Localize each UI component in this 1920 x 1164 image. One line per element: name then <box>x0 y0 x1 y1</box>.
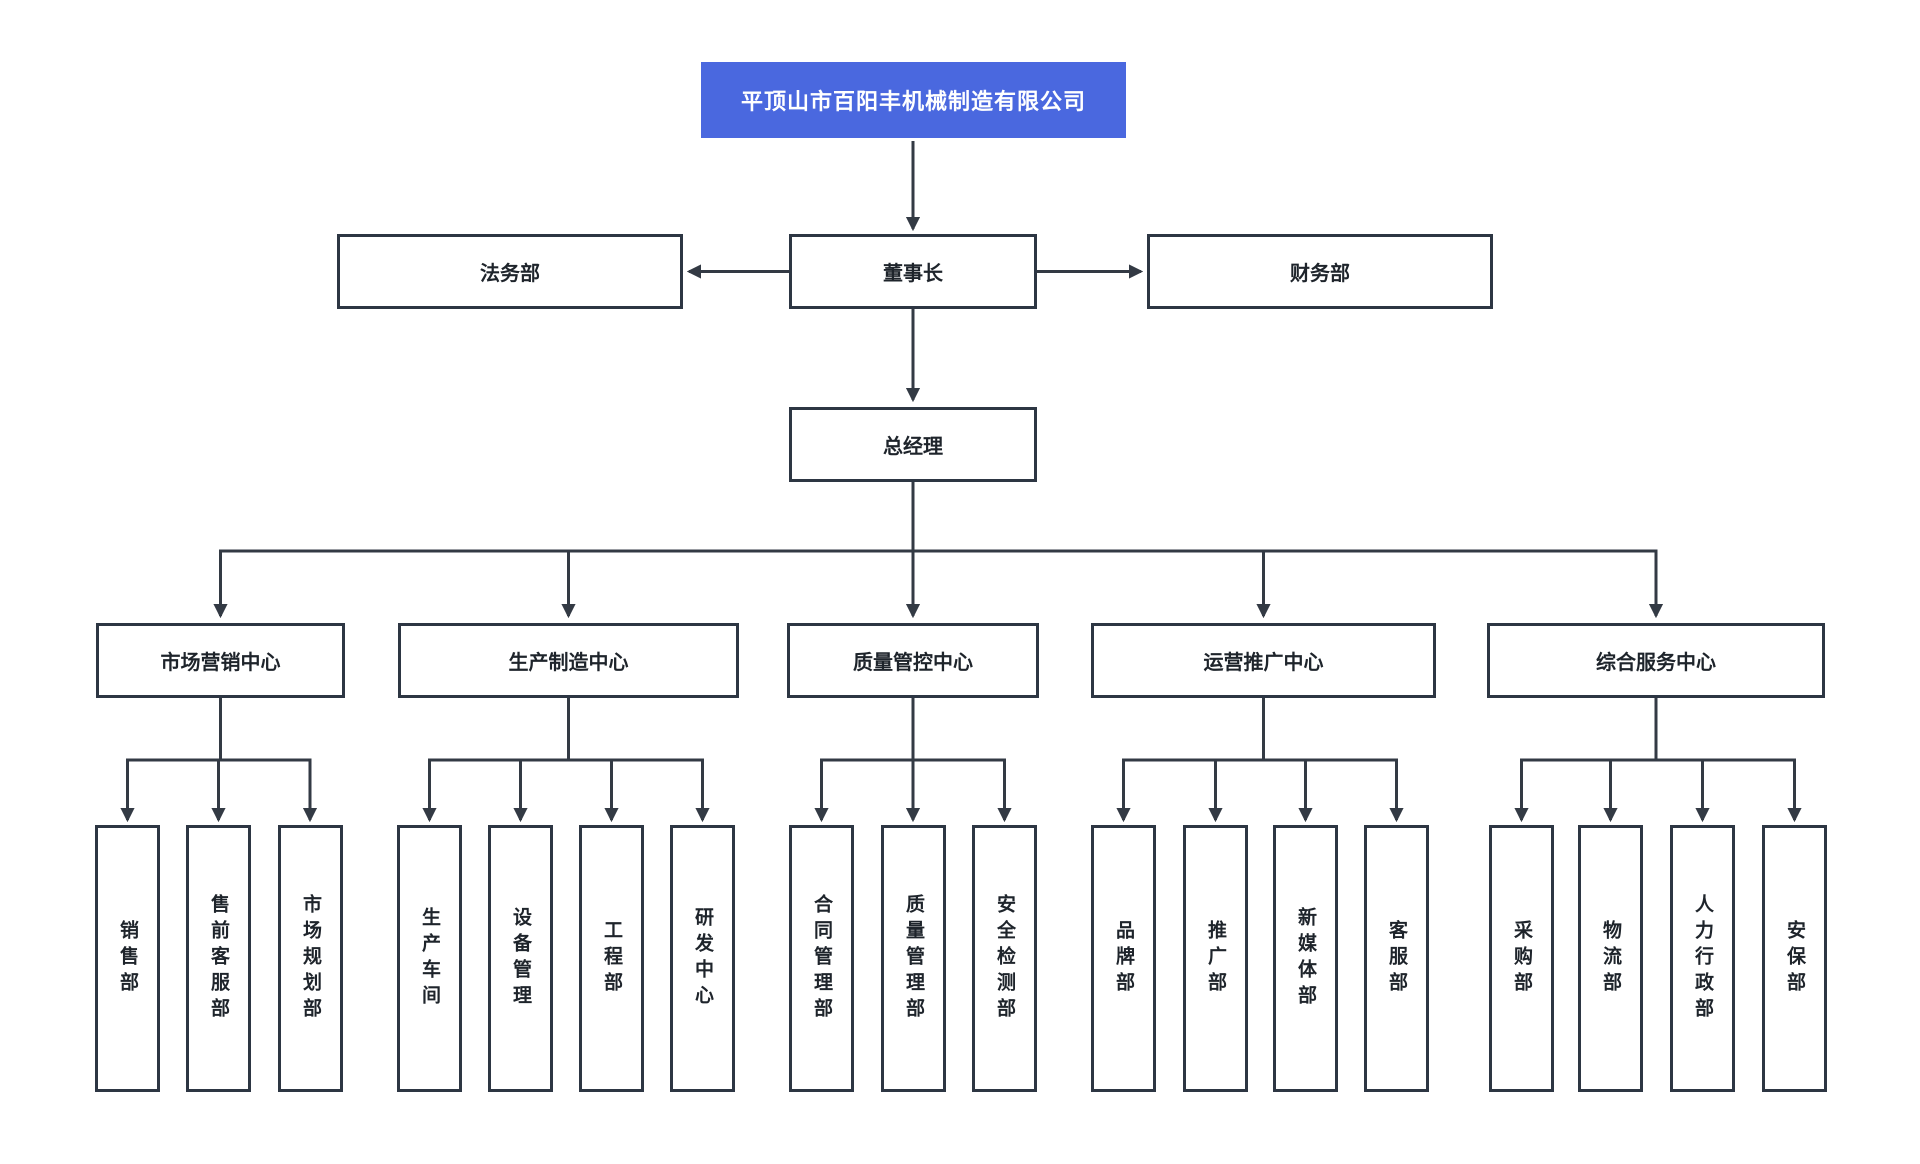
dept-brand-label: 品牌部 <box>1113 919 1134 998</box>
dept-hr-admin-label: 人力行政部 <box>1692 893 1713 1024</box>
node-dept-equipment-management[interactable]: 设备管理 <box>488 825 553 1092</box>
node-dept-production-workshop[interactable]: 生产车间 <box>397 825 462 1092</box>
node-center-quality[interactable]: 质量管控中心 <box>787 623 1039 698</box>
node-dept-safety-inspection[interactable]: 安全检测部 <box>972 825 1037 1092</box>
legal-dept-label: 法务部 <box>480 263 540 285</box>
dept-new-media-label: 新媒体部 <box>1295 906 1316 1011</box>
company-root-label: 平顶山市百阳丰机械制造有限公司 <box>740 89 1086 114</box>
dept-security-label: 安保部 <box>1784 919 1805 998</box>
dept-presales-service-label: 售前客服部 <box>208 893 229 1024</box>
node-dept-new-media[interactable]: 新媒体部 <box>1273 825 1338 1092</box>
dept-customer-service-label: 客服部 <box>1386 919 1407 998</box>
dept-rd-center-label: 研发中心 <box>692 906 713 1011</box>
node-chairman[interactable]: 董事长 <box>789 234 1037 309</box>
node-center-production[interactable]: 生产制造中心 <box>398 623 739 698</box>
node-dept-security[interactable]: 安保部 <box>1762 825 1827 1092</box>
node-dept-quality-management[interactable]: 质量管理部 <box>881 825 946 1092</box>
node-dept-hr-admin[interactable]: 人力行政部 <box>1670 825 1735 1092</box>
node-center-marketing[interactable]: 市场营销中心 <box>96 623 345 698</box>
dept-procurement-label: 采购部 <box>1511 919 1532 998</box>
node-center-operations[interactable]: 运营推广中心 <box>1091 623 1436 698</box>
node-dept-contract-management[interactable]: 合同管理部 <box>789 825 854 1092</box>
center-marketing-label: 市场营销中心 <box>160 652 281 674</box>
node-dept-presales-service[interactable]: 售前客服部 <box>186 825 251 1092</box>
dept-market-planning-label: 市场规划部 <box>300 893 321 1024</box>
dept-sales-label: 销售部 <box>117 919 138 998</box>
center-quality-label: 质量管控中心 <box>853 652 973 674</box>
dept-promotion-label: 推广部 <box>1205 919 1226 998</box>
node-company-root[interactable]: 平顶山市百阳丰机械制造有限公司 <box>701 62 1126 138</box>
node-dept-market-planning[interactable]: 市场规划部 <box>278 825 343 1092</box>
node-dept-customer-service[interactable]: 客服部 <box>1364 825 1429 1092</box>
chairman-label: 董事长 <box>883 263 943 285</box>
general-manager-label: 总经理 <box>883 436 943 458</box>
finance-dept-label: 财务部 <box>1290 263 1350 285</box>
dept-quality-management-label: 质量管理部 <box>903 893 924 1024</box>
center-operations-label: 运营推广中心 <box>1203 652 1324 674</box>
dept-safety-inspection-label: 安全检测部 <box>994 893 1015 1024</box>
node-finance-dept[interactable]: 财务部 <box>1147 234 1493 309</box>
node-dept-sales[interactable]: 销售部 <box>95 825 160 1092</box>
dept-engineering-label: 工程部 <box>601 919 622 998</box>
node-dept-engineering[interactable]: 工程部 <box>579 825 644 1092</box>
dept-equipment-management-label: 设备管理 <box>510 906 531 1011</box>
node-general-manager[interactable]: 总经理 <box>789 407 1037 482</box>
node-center-services[interactable]: 综合服务中心 <box>1487 623 1825 698</box>
dept-logistics-label: 物流部 <box>1600 919 1621 998</box>
node-dept-rd-center[interactable]: 研发中心 <box>670 825 735 1092</box>
dept-production-workshop-label: 生产车间 <box>419 906 440 1011</box>
center-production-label: 生产制造中心 <box>508 652 629 674</box>
node-dept-procurement[interactable]: 采购部 <box>1489 825 1554 1092</box>
center-services-label: 综合服务中心 <box>1596 652 1716 674</box>
node-legal-dept[interactable]: 法务部 <box>337 234 683 309</box>
node-dept-brand[interactable]: 品牌部 <box>1091 825 1156 1092</box>
node-dept-logistics[interactable]: 物流部 <box>1578 825 1643 1092</box>
dept-contract-management-label: 合同管理部 <box>811 893 832 1024</box>
node-dept-promotion[interactable]: 推广部 <box>1183 825 1248 1092</box>
